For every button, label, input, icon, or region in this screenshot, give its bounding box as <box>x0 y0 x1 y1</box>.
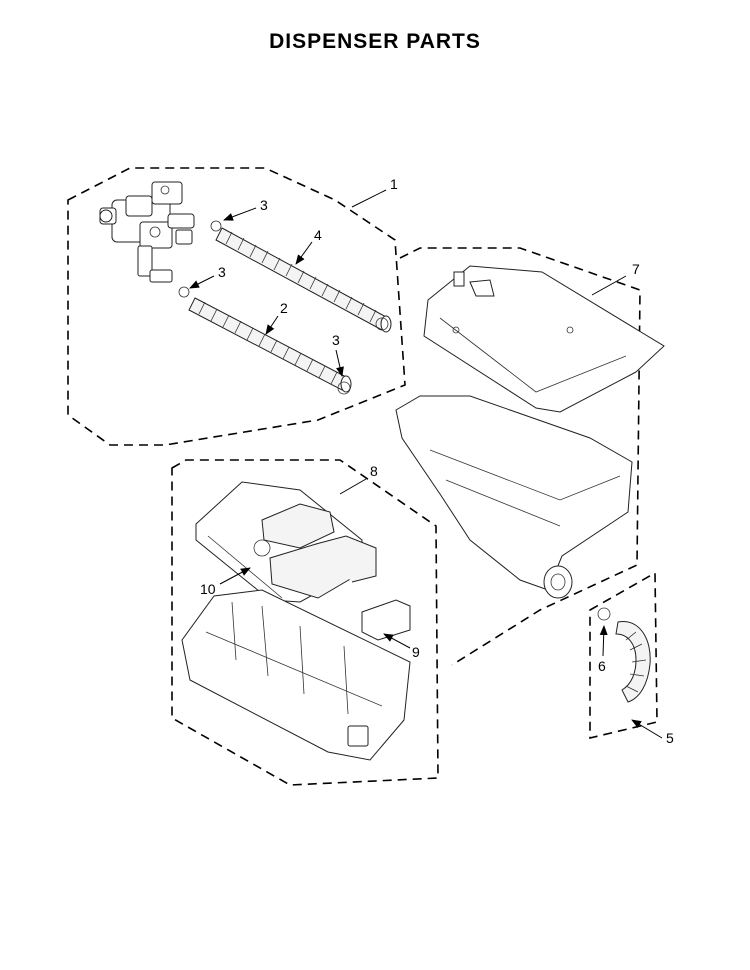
dispenser-housing-cover[interactable] <box>423 265 665 413</box>
dispenser-housing-body[interactable] <box>395 395 633 599</box>
dispenser-drain-hose[interactable] <box>615 621 651 703</box>
callout-3-middle: 3 <box>218 264 226 280</box>
callout-3-bottom: 3 <box>332 332 340 348</box>
group-outline-drain-hose <box>589 571 658 740</box>
callout-5: 5 <box>666 730 674 746</box>
callout-7: 7 <box>632 261 640 277</box>
leader-4 <box>295 241 313 265</box>
leader-9 <box>383 633 411 649</box>
leader-3-middle <box>189 275 215 289</box>
leader-7 <box>591 275 627 296</box>
hose-clamp-middle[interactable] <box>178 286 190 298</box>
callout-10: 10 <box>200 581 216 597</box>
upper-inlet-hose[interactable] <box>215 227 392 333</box>
callout-2: 2 <box>280 300 288 316</box>
callout-1: 1 <box>390 176 398 192</box>
group-outline-dispenser-drawer <box>171 459 439 786</box>
leader-3-bottom <box>335 349 344 377</box>
leader-5 <box>631 719 663 739</box>
group-outline-valve-hoses <box>67 167 406 446</box>
drain-hose-clamp[interactable] <box>597 607 611 621</box>
water-inlet-valve[interactable] <box>99 181 195 283</box>
callout-9: 9 <box>412 644 420 660</box>
hose-clamp-upper[interactable] <box>210 220 222 232</box>
callout-4: 4 <box>314 227 322 243</box>
leader-6 <box>599 625 608 657</box>
drawer-siphon-bracket[interactable] <box>361 599 411 641</box>
leader-8 <box>339 478 367 495</box>
hose-clamp-end[interactable] <box>337 317 389 395</box>
group-outline-dispenser-housing <box>399 247 641 666</box>
leader-1 <box>351 189 387 208</box>
leader-10 <box>219 567 251 585</box>
leader-3-top <box>223 207 257 221</box>
callout-8: 8 <box>370 463 378 479</box>
callout-6: 6 <box>598 658 606 674</box>
lower-inlet-hose[interactable] <box>188 297 352 393</box>
leader-2 <box>265 315 279 335</box>
dispenser-cup-insert[interactable] <box>261 503 377 599</box>
page-title: DISPENSER PARTS <box>269 30 481 53</box>
callout-3-top: 3 <box>260 197 268 213</box>
dispenser-drawer-tray[interactable] <box>181 589 411 761</box>
